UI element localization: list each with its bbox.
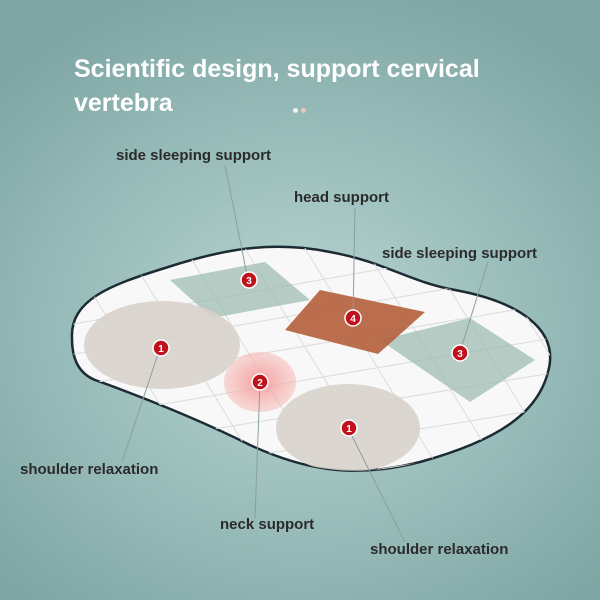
marker-2-number: 2 bbox=[257, 378, 263, 389]
label-head-support: head support bbox=[294, 189, 390, 206]
marker-2: 2 bbox=[251, 373, 269, 391]
label-shoulder-relaxation-right: shoulder relaxation bbox=[370, 541, 509, 558]
page-title: Scientific design, support cervical vert… bbox=[74, 55, 480, 117]
label-neck-support: neck support bbox=[220, 516, 315, 533]
marker-1-right-number: 1 bbox=[346, 424, 352, 435]
marker-1-right: 1 bbox=[340, 419, 358, 437]
marker-1-left-number: 1 bbox=[158, 344, 164, 355]
leader-lines bbox=[121, 164, 489, 543]
marker-3-right: 3 bbox=[451, 344, 469, 362]
marker-3-left: 3 bbox=[240, 271, 258, 289]
marker-3-right-number: 3 bbox=[457, 349, 463, 360]
label-shoulder-relaxation-left: shoulder relaxation bbox=[20, 461, 159, 478]
decorative-dots bbox=[293, 100, 309, 118]
label-side-sleeping-top: side sleeping support bbox=[116, 147, 272, 164]
marker-3-left-number: 3 bbox=[246, 276, 252, 287]
label-side-sleeping-right: side sleeping support bbox=[382, 245, 538, 262]
marker-4: 4 bbox=[344, 309, 362, 327]
marker-1-left: 1 bbox=[152, 339, 170, 357]
marker-4-number: 4 bbox=[350, 314, 356, 325]
dot-light bbox=[293, 108, 298, 113]
side-support-zone-left bbox=[170, 262, 310, 318]
dot-pink bbox=[301, 108, 306, 113]
